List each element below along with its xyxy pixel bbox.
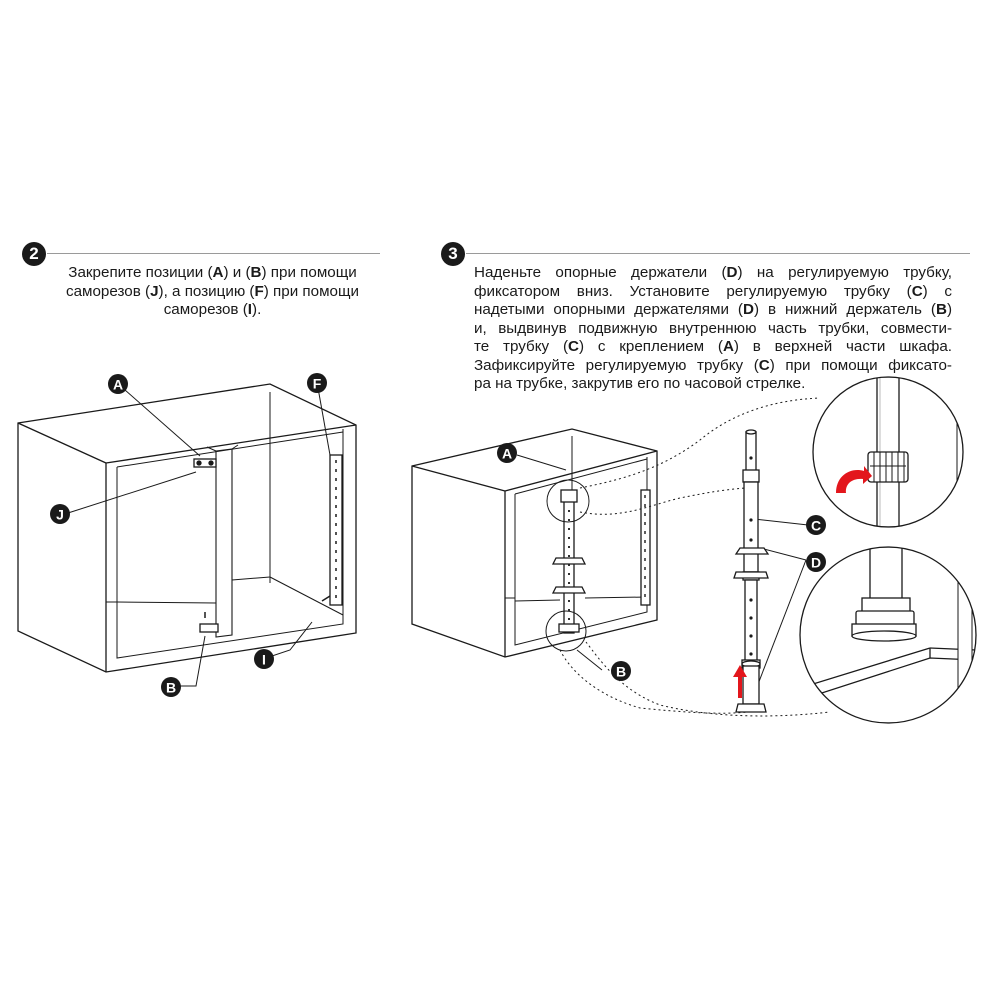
callout-label: A [502,446,512,462]
adjustable-tube [733,429,770,713]
red-up-arrow [733,665,747,698]
text-segment: те трубку ( [474,338,569,355]
detail-bottom-circle [799,546,977,724]
step3-line: фиксатором вниз. Установите регулируемую… [474,283,952,302]
callout-label: A [113,377,123,393]
text-segment: ) в нижний держатель ( [753,301,936,318]
callout-badge-right-C: C [806,515,826,535]
text-segment: ). [252,301,262,318]
callout-label: C [811,518,821,534]
step3-line: Наденьте опорные держатели (D) на регули… [474,264,952,283]
right-cabinet [411,428,658,658]
text-segment: ) с креплением ( [578,338,723,355]
callout-label: I [262,652,266,668]
callout-label: D [811,555,821,571]
text-segment: ) при помощи [263,282,359,300]
tube-holes [749,456,753,656]
step-3-rule [466,253,970,254]
text-segment: ) при помощи фиксато- [769,356,952,374]
part-reference: C [911,282,923,300]
callout-label: B [616,664,626,680]
callout-badge-left-B: B [161,677,181,697]
detail-top [813,377,963,527]
part-reference: F [254,282,264,300]
detail-bottom [800,547,976,723]
callout-label: B [166,680,176,696]
step2-line: саморезов (J), а позицию (F) при помощи [45,283,380,302]
callout-label: F [313,376,322,392]
text-segment: Зафиксируйте регулируемую трубку ( [474,356,759,374]
callout-badge-left-J: J [50,504,70,524]
step2-line: Закрепите позиции (A) и (B) при помощи [45,264,380,283]
part-reference: D [726,264,738,281]
part-reference: D [742,301,754,318]
dashed-connectors [559,397,831,717]
text-segment: саморезов ( [66,282,151,300]
text-segment: ра на трубке, закрутив его по часовой ст… [474,375,806,392]
step-2-number: 2 [22,242,46,266]
text-segment: ) и ( [223,264,251,281]
callout-badge-right-B: B [611,661,631,681]
callout-badge-left-F: F [307,373,327,393]
callout-label: J [56,507,64,523]
step3-line: и, выдвинув подвижную внутреннюю часть т… [474,320,952,339]
part-reference: B [250,264,262,281]
step-3-instructions: Наденьте опорные держатели (D) на регули… [474,264,952,394]
text-segment: ) в верхней части шкафа. [733,338,952,355]
step3-line: ра на трубке, закрутив его по часовой ст… [474,375,952,394]
step-3-number: 3 [441,242,465,266]
text-segment: ), а позицию ( [158,282,255,300]
callout-badge-right-D: D [806,552,826,572]
callout-badge-left-A: A [108,374,128,394]
step3-line: те трубку (C) с креплением (A) в верхней… [474,338,952,357]
text-segment: ) [946,301,952,318]
text-segment: ) на регулируемую трубку, [737,264,952,281]
zoom-marker-circles [545,479,590,652]
left-callout-lines [67,387,331,687]
callout-badge-right-A: A [497,443,517,463]
part-reference: C [758,356,770,374]
callout-badge-left-I: I [254,649,274,669]
step-2-rule [47,253,380,254]
text-segment: ) при помощи [261,264,357,281]
detail-top-circle [812,376,964,528]
step3-line: Зафиксируйте регулируемую трубку (C) при… [474,357,952,376]
text-segment: надетыми опорными держателями ( [474,301,743,318]
text-segment: Наденьте опорные держатели ( [474,264,727,281]
part-reference: J [150,282,159,300]
text-segment: и, выдвинув подвижную внутреннюю часть т… [474,319,952,337]
left-cabinet [17,383,357,673]
step3-line: надетыми опорными держателями (D) в нижн… [474,301,952,320]
part-reference: I [247,301,253,318]
text-segment: ) с [922,282,953,300]
part-reference: A [212,264,224,281]
part-reference: B [935,301,947,318]
text-segment: Закрепите позиции ( [68,264,213,281]
step2-line: саморезов (I). [45,301,380,320]
text-segment: саморезов ( [163,301,248,318]
text-segment: фиксатором вниз. Установите регулируемую… [474,282,912,300]
part-reference: C [568,338,579,355]
part-reference: A [722,338,734,355]
